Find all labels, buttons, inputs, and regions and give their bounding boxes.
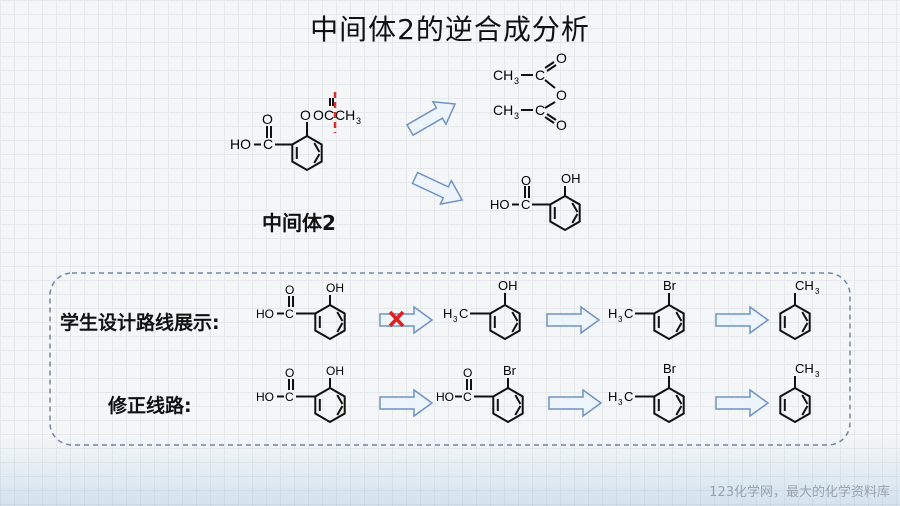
subscript-3: 3	[356, 116, 361, 126]
atom-ch: CH	[795, 278, 814, 293]
atom-c: C	[285, 307, 294, 321]
intermediate-label: 中间体2	[262, 211, 336, 235]
retro-arrow-1	[402, 91, 463, 143]
corrected-route-2-bromobenzoic-acid: O C HO Br	[436, 363, 524, 423]
atom-c: C	[535, 67, 545, 83]
student-route-salicylic-acid: O C HO OH	[256, 281, 346, 340]
atom-o: O	[313, 107, 324, 123]
atom-oh: OH	[561, 171, 581, 186]
atom-c: C	[624, 306, 633, 321]
watermark: 123化学网，最大的化学资料库	[709, 485, 890, 500]
atom-ho: HO	[256, 307, 274, 321]
atom-ch: CH	[795, 361, 814, 376]
atom-c: C	[285, 390, 294, 404]
atom-o: O	[285, 366, 294, 380]
atom-ch3: CH	[335, 107, 355, 123]
atom-c: C	[463, 390, 472, 404]
corrected-arrow-3	[715, 389, 769, 417]
atom-o: O	[285, 283, 294, 297]
atom-c: C	[263, 136, 273, 152]
route-box	[49, 272, 851, 446]
atom-br: Br	[663, 361, 677, 376]
atom-h: H	[608, 306, 617, 321]
salicylic-acid-structure: O C HO OH	[490, 171, 581, 231]
retro-arrow-2	[408, 165, 469, 213]
corrected-route-2-bromotoluene: H 3 C Br	[608, 361, 685, 423]
atom-oh: OH	[498, 278, 518, 293]
atom-h: H	[443, 306, 452, 321]
atom-ho: HO	[436, 390, 454, 404]
corrected-arrow-2	[548, 389, 602, 417]
subscript-3: 3	[618, 398, 623, 407]
subscript-3: 3	[618, 315, 623, 324]
atom-oh: OH	[326, 364, 344, 378]
atom-ch3: CH	[493, 67, 513, 83]
atom-c: C	[459, 306, 468, 321]
bottom-gradient	[0, 436, 900, 506]
cross-mark	[388, 310, 405, 328]
atom-ho: HO	[256, 390, 274, 404]
subscript-3: 3	[514, 76, 519, 86]
atom-o: O	[463, 366, 472, 380]
atom-ho: HO	[230, 136, 251, 152]
atom-ho: HO	[490, 197, 510, 212]
student-route-toluene: CH 3	[779, 278, 820, 340]
subscript-3: 3	[453, 315, 458, 324]
atom-ch3: CH	[493, 102, 513, 118]
subscript-3: 3	[815, 287, 820, 296]
corrected-route-toluene: CH 3	[779, 361, 820, 423]
atom-oh: OH	[326, 281, 344, 295]
atom-c: C	[535, 102, 545, 118]
subscript-3: 3	[815, 370, 820, 379]
atom-o: O	[262, 111, 273, 127]
atom-br: Br	[663, 278, 677, 293]
atom-o: O	[556, 50, 567, 66]
student-route-o-cresol: H 3 C OH	[443, 278, 521, 340]
student-route-label: 学生设计路线展示:	[60, 312, 220, 334]
atom-h: H	[608, 389, 617, 404]
corrected-route-salicylic-acid: O C HO OH	[256, 364, 346, 423]
atom-o: O	[300, 107, 311, 123]
student-arrow-1	[379, 306, 433, 334]
atom-o: O	[556, 87, 567, 103]
atom-c: C	[324, 107, 334, 123]
acetic-anhydride-structure: CH 3 C O O CH 3 C O	[493, 50, 567, 133]
page-title: 中间体2的逆合成分析	[310, 13, 590, 46]
student-arrow-2	[546, 306, 600, 334]
student-arrow-3	[715, 306, 769, 334]
atom-c: C	[521, 197, 530, 212]
atom-o: O	[556, 117, 567, 133]
corrected-route-label: 修正线路:	[108, 395, 192, 417]
subscript-3: 3	[514, 111, 519, 121]
atom-c: C	[624, 389, 633, 404]
student-route-2-bromotoluene: H 3 C Br	[608, 278, 685, 340]
intermediate-2-structure: O C HO O O C CH 3	[230, 92, 361, 171]
corrected-arrow-1	[379, 389, 433, 417]
atom-o: O	[521, 173, 531, 188]
atom-br: Br	[503, 363, 517, 378]
